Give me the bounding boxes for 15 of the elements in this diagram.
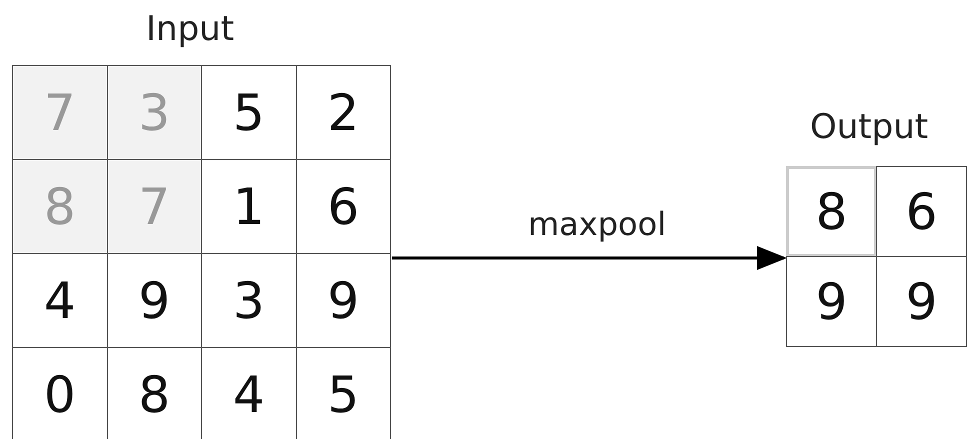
number-grid [786,110,966,346]
grid-cell: 2 [296,65,391,160]
number-grid [12,12,390,439]
grid-cell: 9 [786,256,877,347]
grid-cell: 7 [12,65,108,160]
edge-label: maxpool [528,208,666,240]
grid-title: Input [146,12,234,46]
grid-cell: 6 [876,166,967,257]
grid-cell: 8 [786,166,877,257]
grid-cell: 8 [12,159,108,254]
grid-cell: 9 [876,256,967,347]
grid-cell: 7 [106,159,202,254]
grid-cell: 3 [106,65,202,160]
arrow [392,246,787,270]
grid-title: Output [810,110,928,144]
